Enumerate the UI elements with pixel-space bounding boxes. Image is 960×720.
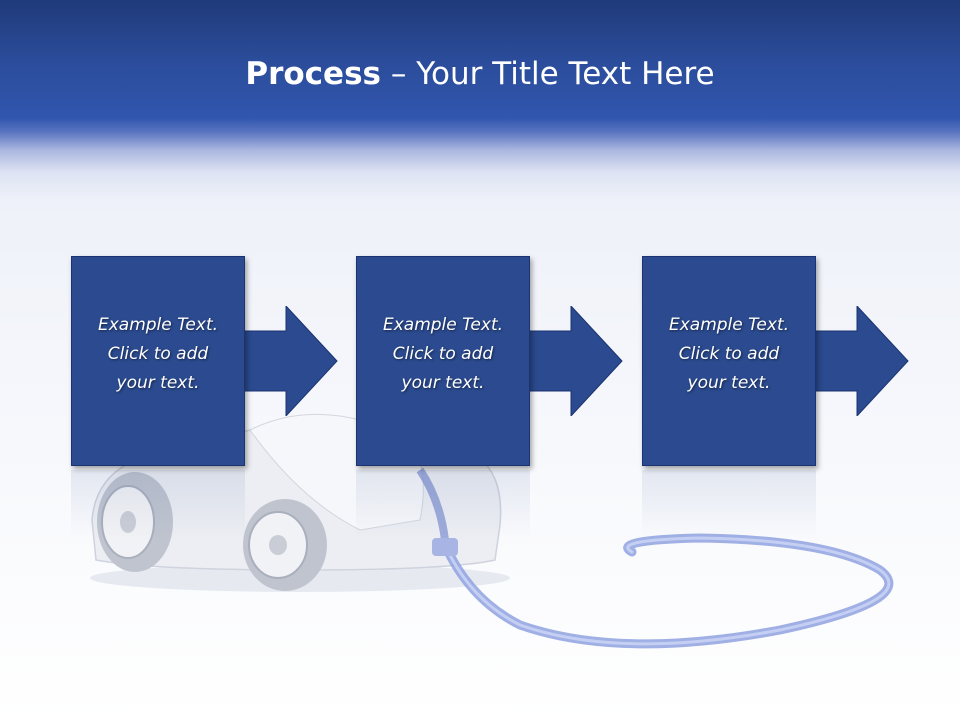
box-reflection xyxy=(642,470,816,540)
process-step-box-2[interactable]: Example Text. Click to add your text. xyxy=(356,256,530,466)
right-arrow-icon xyxy=(242,306,338,416)
front-wheel xyxy=(243,499,327,591)
process-step-box-3[interactable]: Example Text. Click to add your text. xyxy=(642,256,816,466)
slide-title[interactable]: Process – Your Title Text Here xyxy=(0,50,960,98)
box-reflection xyxy=(71,470,245,540)
rear-wheel xyxy=(97,472,173,572)
right-arrow-icon xyxy=(813,306,909,416)
step-text: Example Text. Click to add your text. xyxy=(382,315,504,393)
right-arrow-icon xyxy=(527,306,623,416)
step-text: Example Text. Click to add your text. xyxy=(97,315,219,393)
step-text: Example Text. Click to add your text. xyxy=(668,315,790,393)
box-reflection xyxy=(356,470,530,540)
title-bold: Process xyxy=(245,56,381,92)
process-step-box-1[interactable]: Example Text. Click to add your text. xyxy=(71,256,245,466)
title-rest: – Your Title Text Here xyxy=(381,56,715,92)
